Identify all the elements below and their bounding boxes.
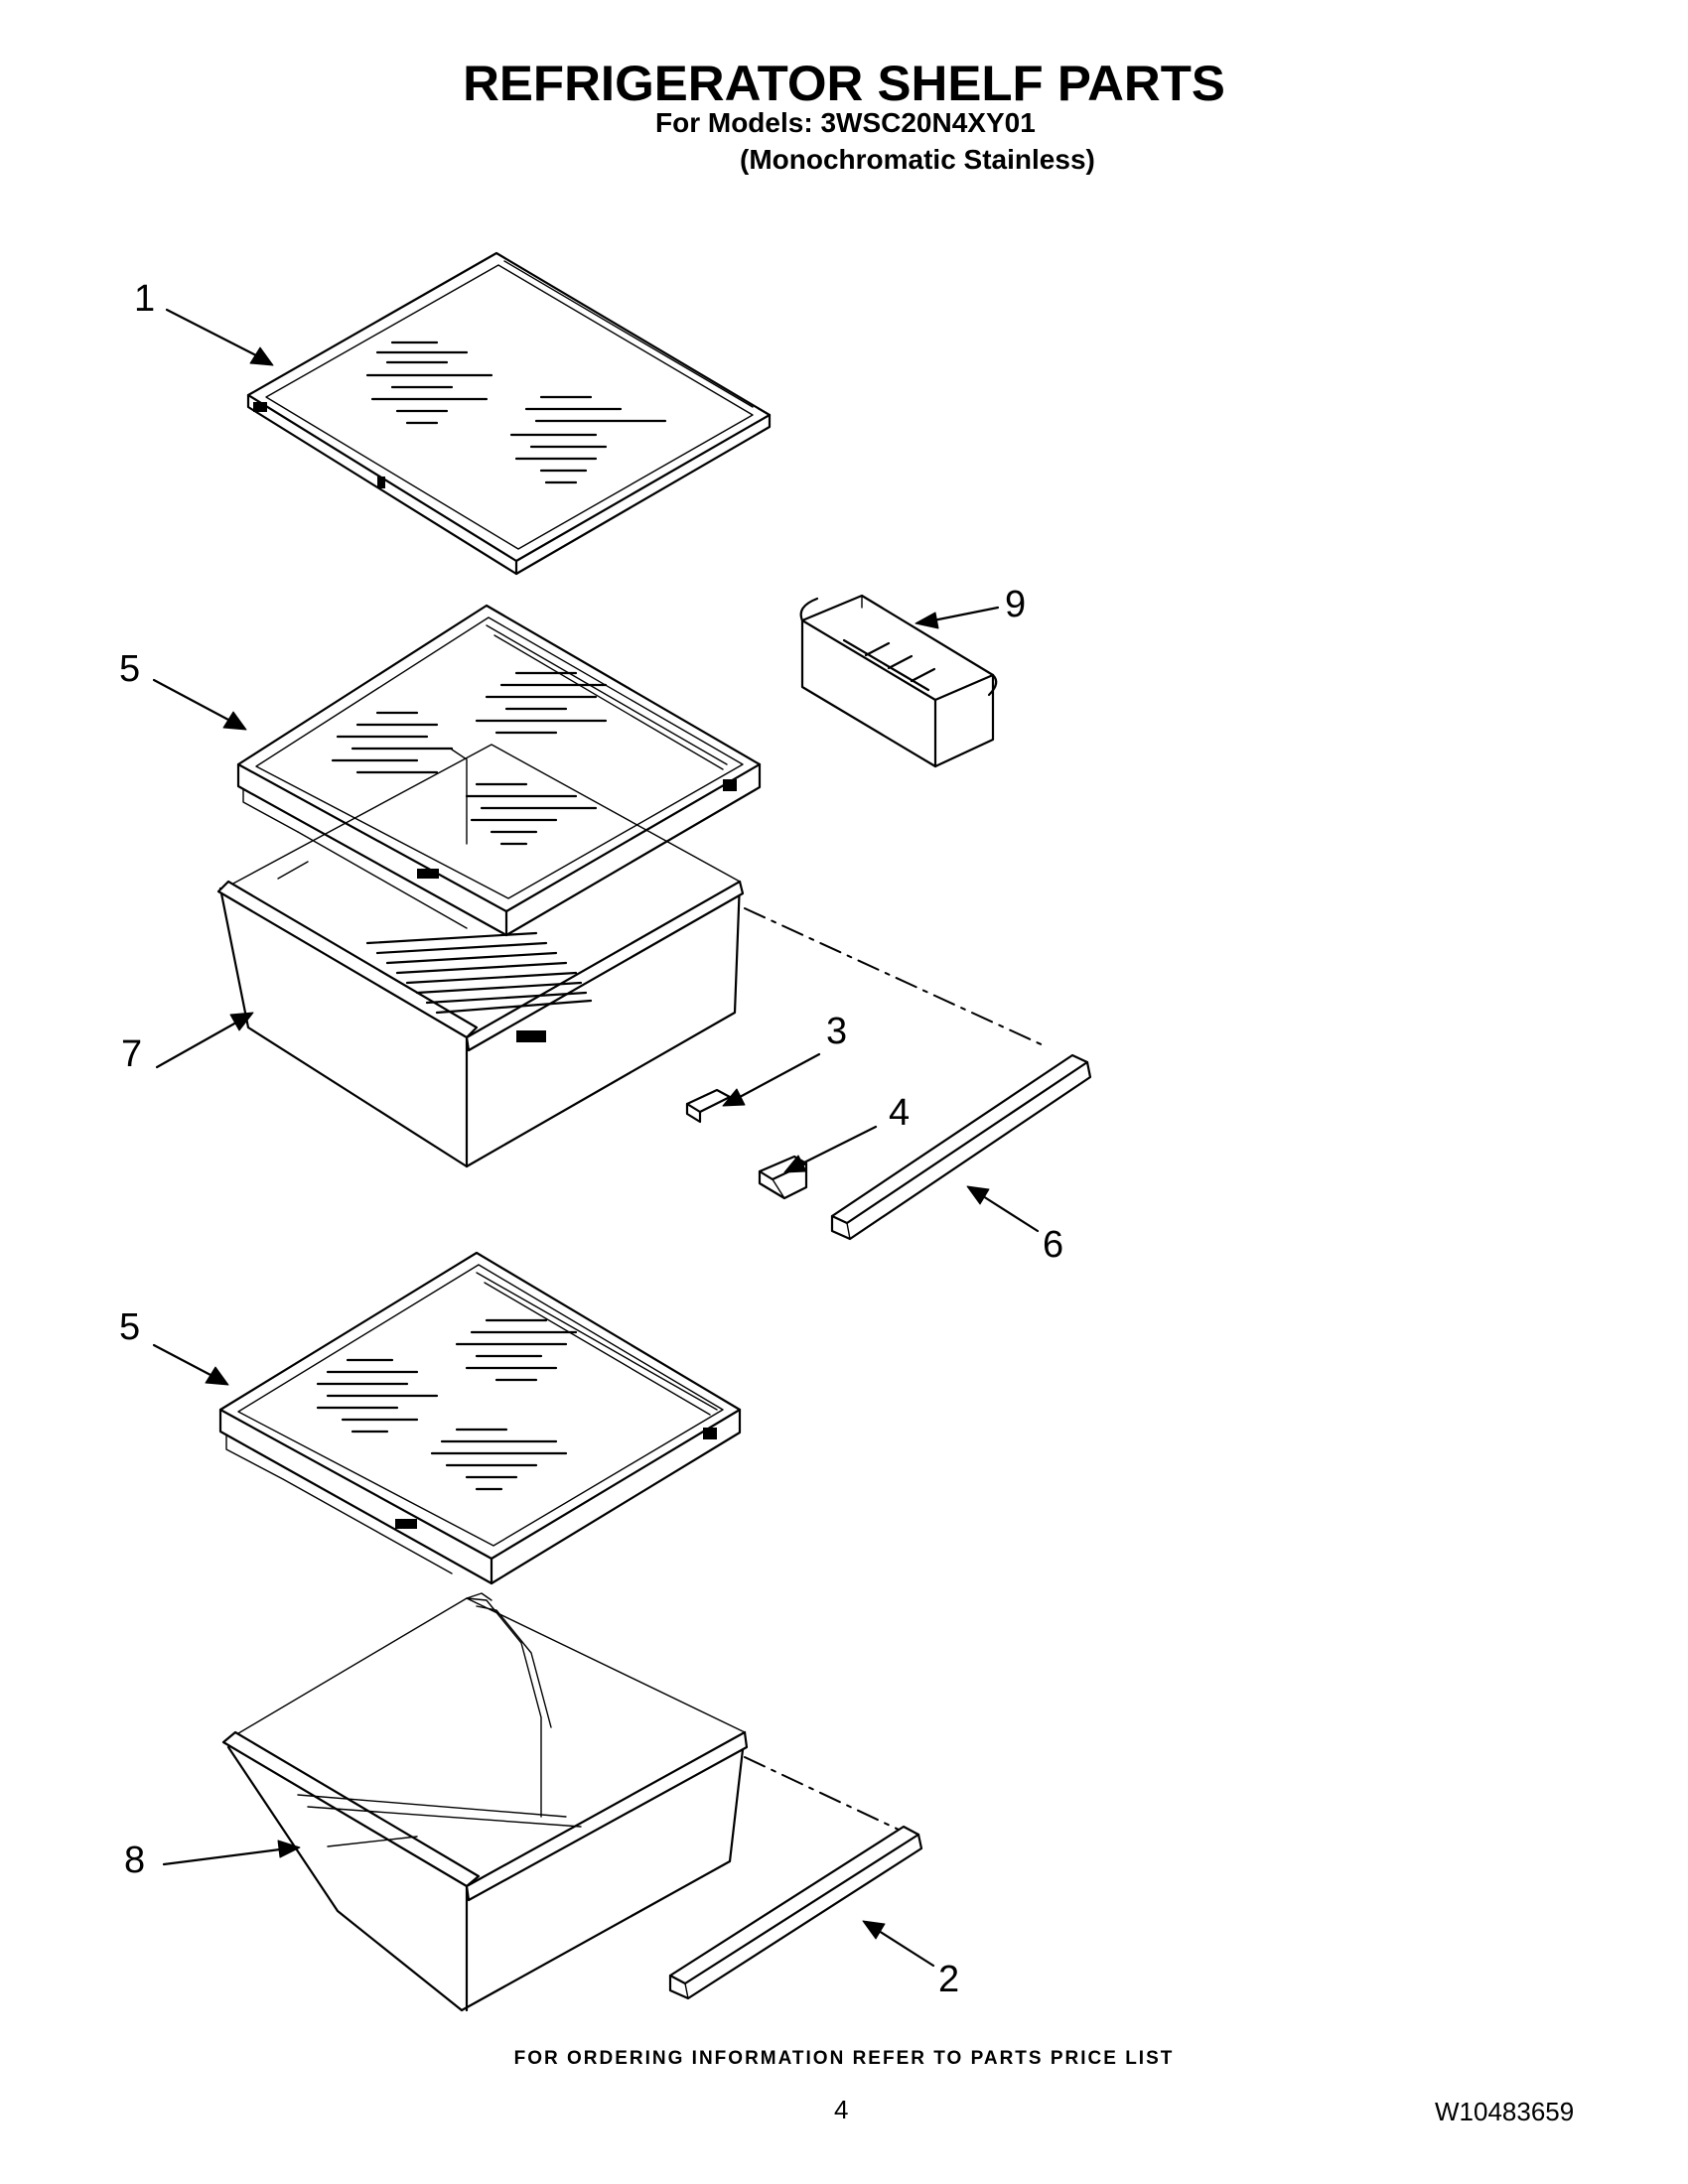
part-3-clip: [685, 1088, 732, 1135]
part-5-lower-glass-pattern: [316, 1318, 578, 1491]
callout-4: 4: [889, 1092, 911, 1134]
part-2-handle: [668, 1825, 923, 2000]
assembly-line-part-2: [744, 1756, 900, 1831]
page-title: REFRIGERATOR SHELF PARTS: [463, 56, 1225, 111]
callout-6: 6: [1043, 1224, 1064, 1266]
document-id: W10483659: [1435, 2097, 1575, 2126]
assembly-line-part-6: [744, 907, 1049, 1048]
leader-arrows: [152, 308, 1040, 1968]
callout-3: 3: [826, 1011, 848, 1052]
ordering-note: FOR ORDERING INFORMATION REFER TO PARTS …: [513, 2048, 1175, 2069]
part-9-bin: [799, 594, 998, 768]
callout-8: 8: [124, 1840, 146, 1881]
part-5-upper-shelf: [236, 604, 762, 937]
callout-9: 9: [1005, 584, 1027, 625]
callout-5-lower: 5: [119, 1306, 141, 1348]
part-6-handle: [830, 1053, 1092, 1241]
finish-line: (Monochromatic Stainless): [740, 144, 1095, 175]
callout-2: 2: [938, 1959, 960, 2000]
part-1-shelf: [246, 251, 772, 576]
callout-1: 1: [134, 278, 156, 320]
part-5-lower-shelf: [218, 1251, 742, 1585]
part-8-deli-drawer: [221, 1592, 749, 2012]
models-line: For Models: 3WSC20N4XY01: [655, 107, 1036, 138]
part-5-upper-glass-pattern: [331, 671, 608, 846]
callout-5-upper: 5: [119, 648, 141, 690]
part-7-crisper-drawer: [216, 744, 745, 1168]
callout-7: 7: [121, 1033, 143, 1075]
part-1-glass-pattern: [365, 341, 667, 484]
page-number: 4: [834, 2095, 849, 2124]
